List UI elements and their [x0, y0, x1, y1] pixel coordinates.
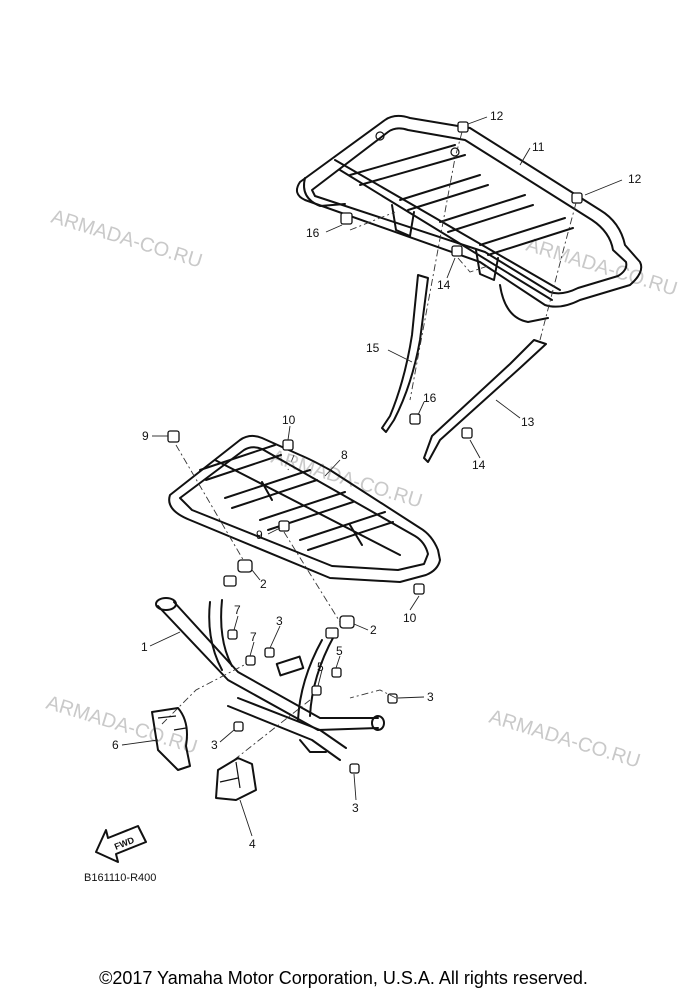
callout-6: 6	[112, 738, 119, 752]
callout-9: 9	[256, 528, 263, 542]
leader-lines	[121, 116, 623, 837]
fwd-label: FWD	[113, 835, 136, 852]
bolt-icon	[167, 430, 425, 595]
callout-5: 5	[336, 644, 343, 658]
callout-1: 1	[141, 640, 148, 654]
callout-4: 4	[249, 837, 256, 851]
callout-15: 15	[366, 341, 380, 355]
callout-11: 11	[532, 140, 545, 154]
bolt-icon	[227, 629, 398, 774]
callout-10: 10	[282, 413, 296, 427]
collar-icon	[223, 559, 355, 639]
callout-5: 5	[317, 660, 324, 674]
callout-9: 9	[142, 429, 149, 443]
callout-16: 16	[306, 226, 320, 240]
diagram-code: B161110-R400	[84, 872, 156, 884]
callout-3: 3	[211, 738, 218, 752]
callout-2: 2	[370, 623, 377, 637]
callout-labels: 12 11 12 16 14 15 16 13 14 10 9 8 9 2 10…	[112, 109, 642, 851]
front-guard	[155, 597, 385, 761]
callout-7: 7	[234, 603, 241, 617]
watermark: ARMADA-CO.RU	[44, 692, 200, 759]
fwd-arrow-icon: FWD	[95, 825, 147, 863]
guard-cover-left	[151, 707, 191, 771]
callout-10: 10	[403, 611, 417, 625]
callout-14: 14	[437, 278, 451, 292]
callout-14: 14	[472, 458, 486, 472]
callout-3: 3	[427, 690, 434, 704]
callout-2: 2	[260, 577, 267, 591]
guard-cover-right	[215, 757, 257, 801]
callout-8: 8	[341, 448, 348, 462]
rear-stay-right	[423, 339, 547, 463]
front-carrier	[168, 434, 441, 583]
rear-carrier	[295, 114, 643, 323]
watermark: ARMADA-CO.RU	[49, 206, 205, 273]
callout-13: 13	[521, 415, 535, 429]
callout-12: 12	[490, 109, 504, 123]
callout-7: 7	[250, 630, 257, 644]
callout-3: 3	[352, 801, 359, 815]
copyright-notice: ©2017 Yamaha Motor Corporation, U.S.A. A…	[99, 968, 588, 988]
callout-12: 12	[628, 172, 642, 186]
rear-stay-left	[381, 274, 429, 433]
bolt-icon	[340, 121, 583, 439]
watermark: ARMADA-CO.RU	[487, 706, 643, 773]
callout-16: 16	[423, 391, 437, 405]
callout-3: 3	[276, 614, 283, 628]
